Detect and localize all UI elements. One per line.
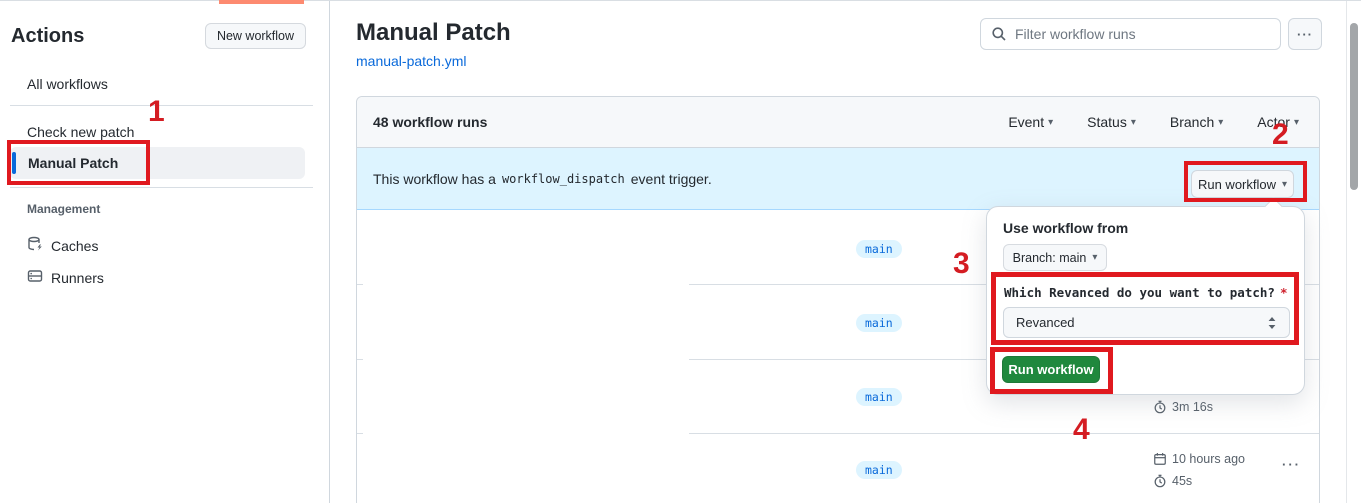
- workflow-runs-count: 48 workflow runs: [373, 114, 488, 130]
- chevron-down-icon: ▾: [1282, 178, 1288, 190]
- sidebar-item-runners[interactable]: Runners: [27, 268, 104, 287]
- run-time: 10 hours ago: [1153, 452, 1245, 466]
- branch-badge[interactable]: main: [856, 240, 902, 258]
- scrollbar-thumb[interactable]: [1350, 23, 1358, 190]
- kebab-menu-icon[interactable]: ···: [1282, 457, 1301, 472]
- runs-card-header: 48 workflow runs Event ▾ Status ▾ Branch…: [357, 97, 1319, 148]
- row-divider: [357, 433, 1319, 434]
- actions-sidebar: Actions New workflow All workflows Check…: [0, 0, 330, 503]
- new-workflow-button[interactable]: New workflow: [205, 23, 306, 49]
- banner-text: event trigger.: [630, 170, 712, 187]
- sidebar-item-label: Runners: [51, 269, 104, 286]
- sidebar-item-caches[interactable]: Caches: [27, 236, 98, 255]
- annotation-fragment-top: [219, 0, 304, 4]
- dialog-heading: Use workflow from: [1003, 220, 1129, 236]
- banner-code: workflow_dispatch: [501, 171, 625, 186]
- sidebar-item-check-new-patch[interactable]: Check new patch: [27, 124, 135, 140]
- sidebar-item-manual-patch[interactable]: Manual Patch: [10, 147, 305, 179]
- active-indicator-bar: [12, 152, 16, 174]
- stopwatch-icon: [1153, 400, 1167, 414]
- calendar-icon: [1153, 452, 1167, 466]
- chevron-down-icon: ▾: [1092, 252, 1098, 263]
- row-divider: [357, 284, 1319, 285]
- page-title: Manual Patch: [356, 19, 511, 46]
- sidebar-divider: [10, 187, 313, 188]
- filter-branch[interactable]: Branch ▾: [1169, 114, 1224, 130]
- sidebar-item-all-workflows[interactable]: All workflows: [27, 76, 108, 92]
- search-input[interactable]: [1015, 26, 1270, 42]
- kebab-menu-icon[interactable]: ···: [1288, 18, 1322, 50]
- sidebar-item-label: Manual Patch: [28, 155, 119, 171]
- cache-icon: [27, 236, 43, 255]
- revanced-select[interactable]: Revanced: [1003, 307, 1290, 338]
- workflow-file-link[interactable]: manual-patch.yml: [356, 53, 467, 69]
- management-section-header: Management: [27, 202, 101, 216]
- required-asterisk: *: [1279, 285, 1288, 300]
- chevron-down-icon: ▾: [1293, 116, 1299, 128]
- updown-arrows-icon: [1267, 316, 1277, 330]
- search-icon: [991, 26, 1007, 42]
- chevron-down-icon: ▾: [1130, 116, 1136, 128]
- filter-actor[interactable]: Actor ▾: [1257, 114, 1299, 130]
- workflow-dispatch-banner: This workflow has a workflow_dispatch ev…: [357, 148, 1319, 210]
- run-duration: 45s: [1153, 474, 1192, 488]
- branch-badge[interactable]: main: [856, 314, 902, 332]
- filter-workflow-runs-search[interactable]: [980, 18, 1281, 50]
- run-workflow-dropdown-button[interactable]: Run workflow ▾: [1191, 170, 1294, 198]
- sidebar-title: Actions: [11, 25, 85, 47]
- filter-event[interactable]: Event ▾: [1008, 114, 1054, 130]
- filter-status[interactable]: Status ▾: [1087, 114, 1136, 130]
- top-border: [0, 0, 1361, 1]
- workflow-input-label: Which Revanced do you want to patch?*: [1004, 285, 1288, 300]
- sidebar-item-label: Caches: [51, 237, 99, 254]
- chevron-down-icon: ▾: [1048, 116, 1054, 128]
- row-divider: [357, 359, 1319, 360]
- sidebar-divider: [10, 105, 313, 106]
- chevron-down-icon: ▾: [1218, 116, 1224, 128]
- redacted-run-titles: [363, 213, 689, 503]
- branch-select-button[interactable]: Branch: main ▾: [1003, 244, 1107, 271]
- branch-badge[interactable]: main: [856, 461, 902, 479]
- run-duration: 3m 16s: [1153, 400, 1213, 414]
- branch-badge[interactable]: main: [856, 388, 902, 406]
- run-workflow-submit-button[interactable]: Run workflow: [1002, 356, 1100, 383]
- server-icon: [27, 268, 43, 287]
- stopwatch-icon: [1153, 474, 1167, 488]
- run-filters: Event ▾ Status ▾ Branch ▾ Actor ▾: [1008, 114, 1299, 130]
- banner-text: This workflow has a: [373, 170, 496, 187]
